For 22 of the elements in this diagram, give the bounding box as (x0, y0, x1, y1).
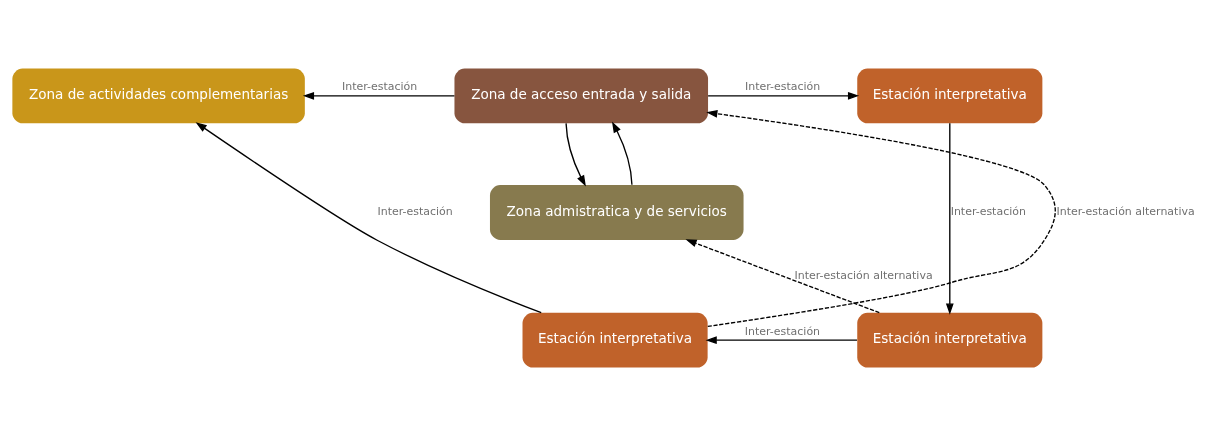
node-box: Estación interpretativa (857, 312, 1043, 368)
arrow (302, 91, 456, 100)
node-box: Zona admistratica y de servicios (489, 185, 744, 240)
arrow (707, 91, 860, 100)
arrow (706, 109, 1056, 328)
edge-label: Inter-estación (950, 205, 1026, 219)
edge-label: Inter-estación (342, 80, 418, 94)
edge-label: Inter-estación alternativa (794, 269, 933, 283)
arrow (611, 121, 633, 186)
edge-label: Inter-estación (744, 324, 821, 338)
arrow (195, 122, 542, 314)
edge-label: Inter-estación (745, 80, 821, 94)
arrow (945, 122, 954, 315)
node-box: Zona de actividades complementarias (12, 68, 305, 124)
node-box: Zona de acceso entrada y salida (454, 68, 709, 124)
edge-label: Inter-estación (377, 205, 453, 219)
arrow (685, 239, 880, 314)
edge-label: Inter-estación alternativa (1056, 205, 1195, 219)
node-box: Estación interpretativa (857, 68, 1043, 124)
arrow (565, 122, 586, 187)
node-box: Estación interpretativa (522, 312, 708, 368)
arrow (705, 336, 858, 345)
